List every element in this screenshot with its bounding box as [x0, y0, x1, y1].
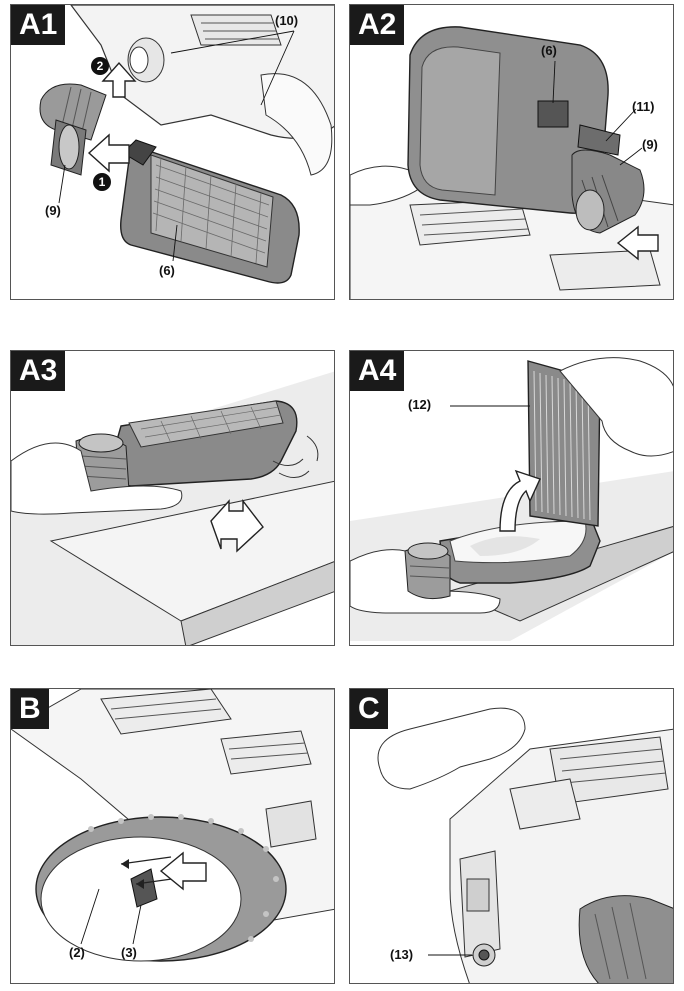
- panel-a1: A1 (10): [10, 4, 335, 300]
- panel-a4: A4 (12): [349, 350, 674, 646]
- a2-illustration: [350, 26, 673, 299]
- a1-label-6: (6): [159, 263, 175, 278]
- panel-b: B (2) (3): [10, 688, 335, 984]
- a1-illustration: [39, 5, 334, 284]
- a2-label-6: (6): [541, 43, 557, 58]
- a2-label-11: (11): [632, 99, 655, 114]
- panel-c: C (13): [349, 688, 674, 984]
- panel-b-tag: B: [11, 689, 49, 729]
- a4-illustration: [350, 357, 673, 641]
- a1-label-9: (9): [45, 203, 61, 218]
- panel-a3: A3: [10, 350, 335, 646]
- panel-c-tag: C: [350, 689, 388, 729]
- panel-a2-tag: A2: [350, 5, 405, 45]
- a1-step-2: 2: [91, 57, 109, 75]
- c-illustration: [377, 707, 673, 983]
- a2-label-9: (9): [642, 137, 658, 152]
- a4-label-12: (12): [408, 397, 432, 412]
- a3-illustration: [11, 371, 334, 645]
- b-illustration: [11, 689, 334, 962]
- a1-label-10: (10): [275, 13, 299, 28]
- panel-a4-tag: A4: [350, 351, 405, 391]
- c-label-13: (13): [390, 947, 414, 962]
- a1-step-1: 1: [93, 173, 111, 191]
- panel-a3-tag: A3: [11, 351, 66, 391]
- b-label-2: (2): [69, 945, 85, 960]
- panel-a1-tag: A1: [11, 5, 66, 45]
- b-label-3: (3): [121, 945, 137, 960]
- panel-a2: A2 (6) (11) (9): [349, 4, 674, 300]
